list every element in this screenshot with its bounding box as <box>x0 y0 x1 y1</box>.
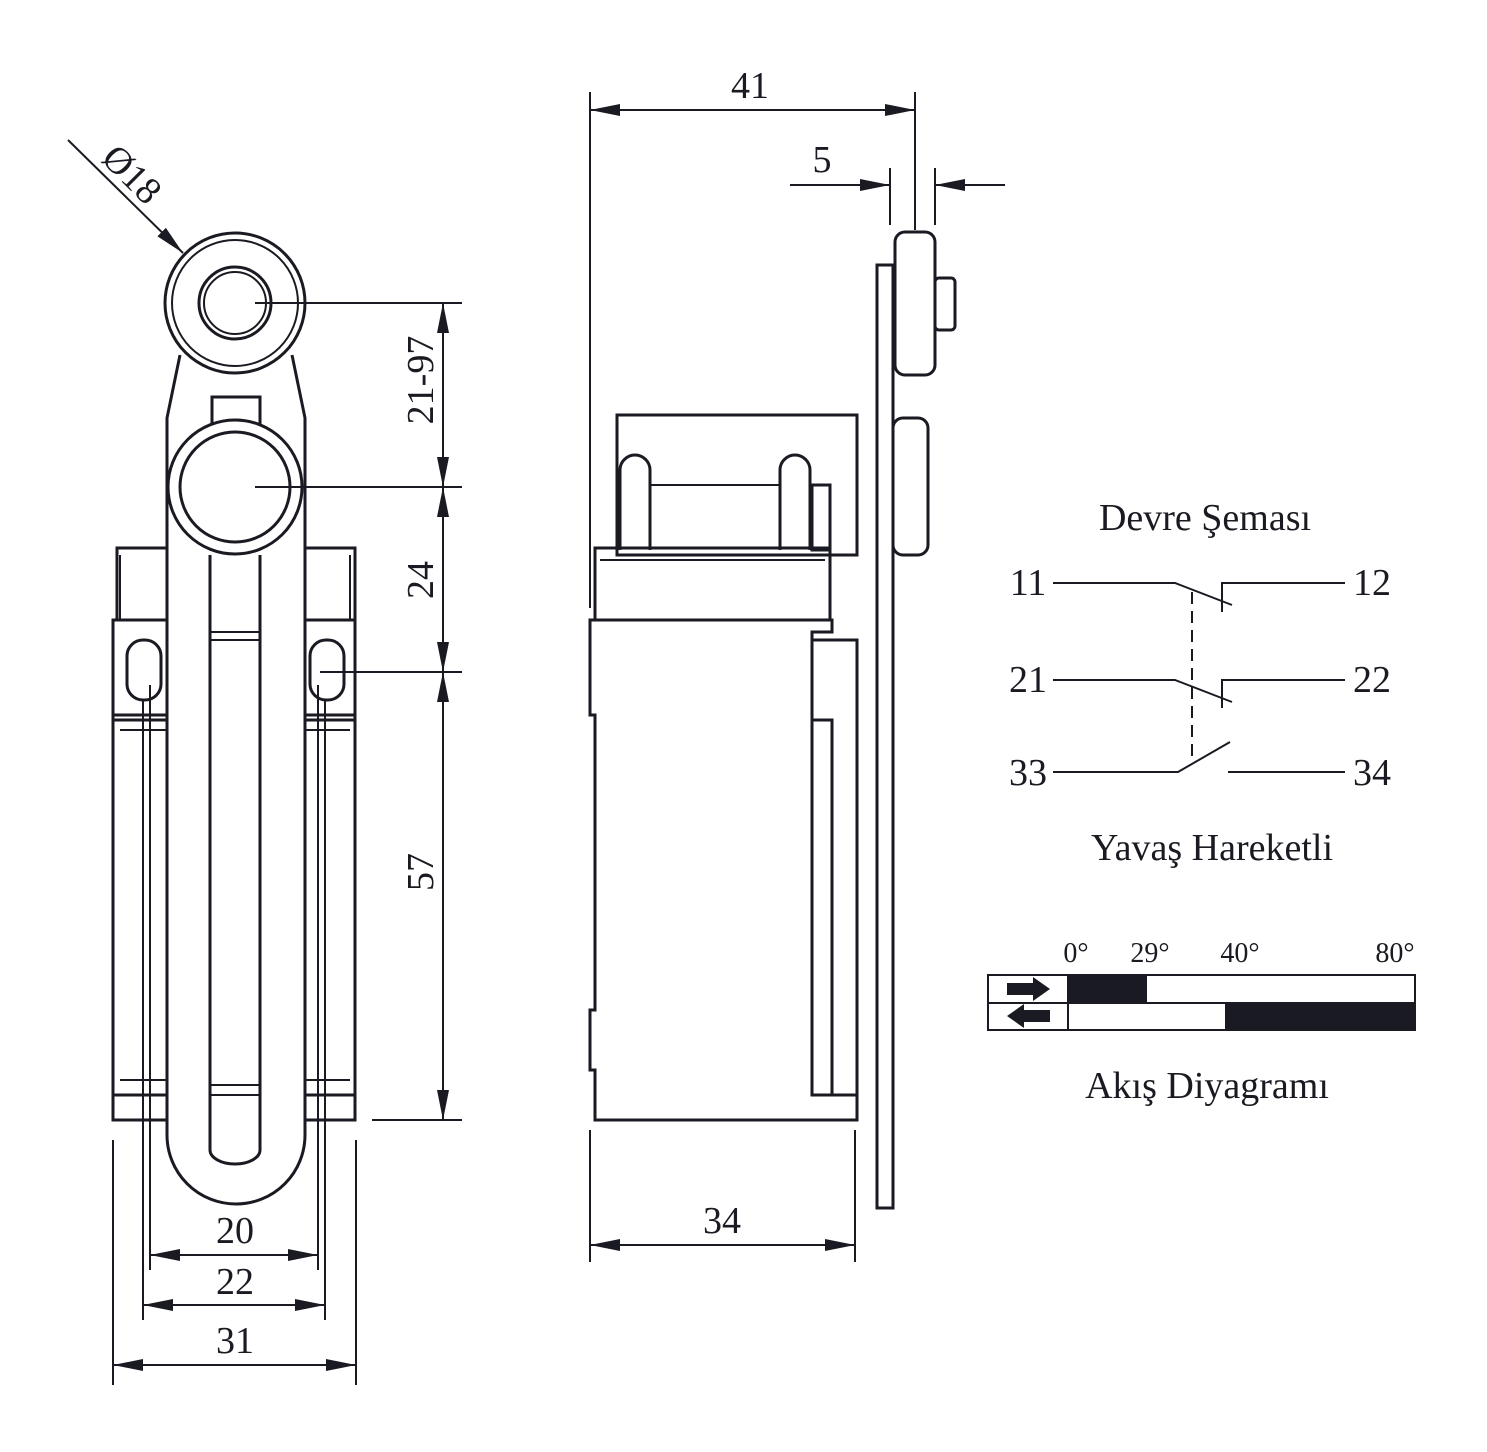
lever-slot <box>208 555 262 1166</box>
head-cap <box>593 546 832 622</box>
pivot-side <box>891 416 930 557</box>
contact-nc-21-22-fixed <box>1221 679 1345 708</box>
front-view: Ø18 21-97 24 57 20 22 31 <box>67 137 462 1385</box>
horizontal-dimensions: 20 22 31 <box>112 685 357 1385</box>
dim-body-depth: 34 <box>703 1200 741 1242</box>
vertical-dimensions: 21-97 24 57 <box>255 302 462 1121</box>
terminal-33: 33 <box>1009 752 1047 794</box>
mounting-slot-right <box>308 638 346 702</box>
flow-diagram-title: Akış Diyagramı <box>1085 1065 1329 1107</box>
dim-overall-depth: 41 <box>731 65 769 107</box>
body-side <box>588 618 859 1122</box>
roller-side <box>893 230 937 377</box>
diameter-label: Ø18 <box>94 137 170 213</box>
contact-on-bar-forward <box>1068 975 1147 1003</box>
terminal-34: 34 <box>1353 752 1391 794</box>
dim-inner-slot: 20 <box>216 1210 254 1252</box>
arrow-right-icon <box>1007 977 1050 1001</box>
contact-no-33-34-blade <box>1053 741 1231 773</box>
side-view: 41 5 34 <box>588 65 1005 1262</box>
circuit-title: Devre Şeması <box>1099 497 1311 539</box>
mounting-slot-left <box>125 638 163 702</box>
angle-label-0: 0° <box>1063 938 1088 969</box>
arrow-left-icon <box>1007 1004 1050 1028</box>
terminal-11: 11 <box>1010 562 1047 604</box>
contact-nc-11-12-fixed <box>1221 582 1345 612</box>
angle-label-29: 29° <box>1130 938 1169 969</box>
dim-slot-to-base: 57 <box>400 853 442 891</box>
head-block <box>615 413 859 557</box>
roller-hub-side <box>933 276 957 332</box>
flow-diagram: 0° 29° 40° 80° Akış Diyagramı <box>987 938 1416 1107</box>
terminal-22: 22 <box>1353 659 1391 701</box>
dim-roller-width: 5 <box>813 139 832 181</box>
lever-arm <box>165 354 307 1206</box>
head-pin-right <box>778 453 812 550</box>
head-pin-left <box>618 453 652 550</box>
terminal-21: 21 <box>1009 659 1047 701</box>
dim-width: 31 <box>216 1320 254 1362</box>
circuit-diagram: Devre Şeması 11 12 21 22 33 34 Yavaş Har… <box>1009 497 1391 869</box>
dim-slot-spacing: 22 <box>216 1261 254 1303</box>
angle-label-40: 40° <box>1220 938 1259 969</box>
lever-plate <box>875 263 895 1210</box>
terminal-12: 12 <box>1353 562 1391 604</box>
diameter-leader <box>67 139 184 254</box>
circuit-type-label: Yavaş Hareketli <box>1091 827 1333 869</box>
side-cover <box>810 638 859 1097</box>
angle-label-80: 80° <box>1375 938 1414 969</box>
dim-lever-range: 21-97 <box>400 336 442 425</box>
contact-nc-11-12-blade <box>1053 582 1233 606</box>
dim-pivot-to-slot: 24 <box>400 561 442 599</box>
contact-on-bar-return <box>1225 1003 1415 1030</box>
contact-nc-21-22-blade <box>1053 679 1233 703</box>
